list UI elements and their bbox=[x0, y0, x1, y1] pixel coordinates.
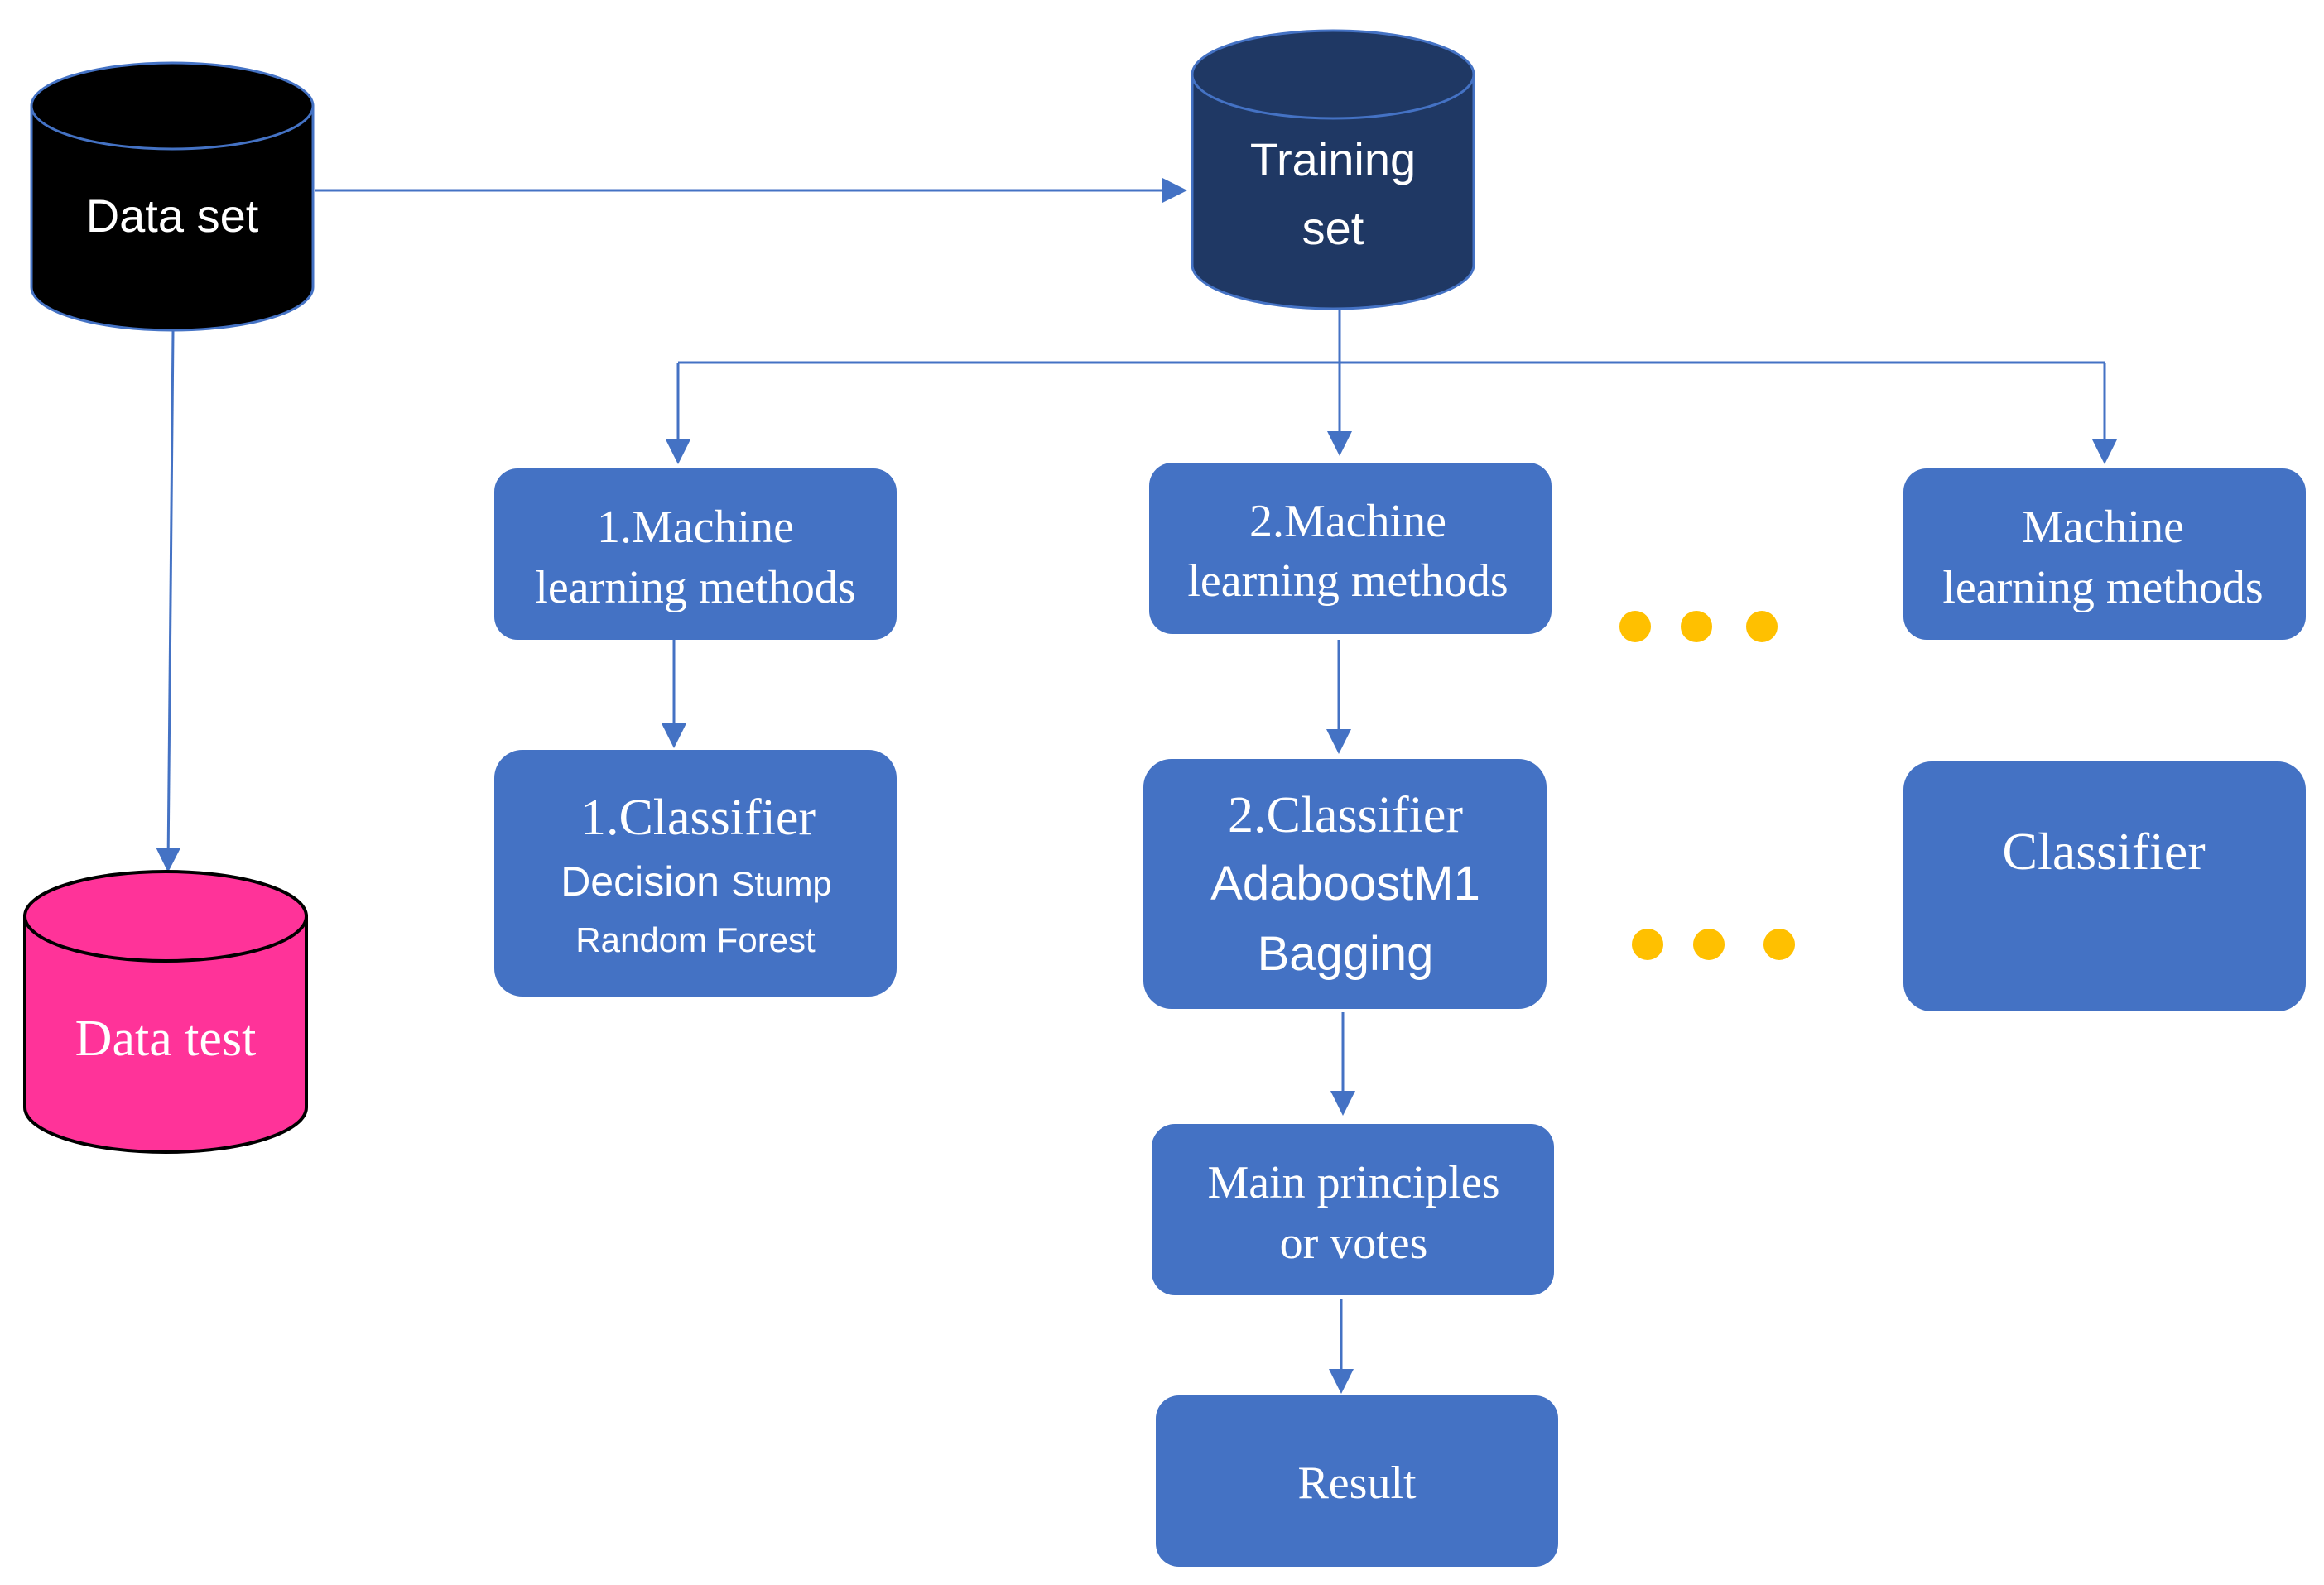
result-box: Result bbox=[1156, 1395, 1558, 1567]
classifier-2-line2: AdaboostM1 bbox=[1210, 857, 1480, 910]
datatest-cylinder-top bbox=[23, 870, 308, 963]
ellipsis-dot bbox=[1632, 929, 1663, 960]
classifier-1-line2-b: Stump bbox=[731, 864, 831, 903]
training-cylinder-body bbox=[1191, 73, 1475, 310]
votes-line2: or votes bbox=[1280, 1218, 1428, 1269]
ml-method-2-box: 2.Machine learning methods bbox=[1149, 463, 1552, 634]
ml-method-1-line1: 1.Machine bbox=[597, 502, 794, 553]
training-label-line1: Training bbox=[1250, 133, 1416, 185]
ml-method-2-line2: learning methods bbox=[1187, 555, 1508, 607]
votes-line1: Main principles bbox=[1207, 1157, 1499, 1208]
ml-method-n-box: Machine learning methods bbox=[1903, 468, 2306, 640]
ellipsis-dot bbox=[1693, 929, 1725, 960]
dataset-label: Data set bbox=[86, 190, 259, 242]
ml-method-n-line1: Machine bbox=[2022, 502, 2184, 553]
classifier-1-line2: Decision Stump bbox=[561, 858, 832, 905]
ellipsis-dot bbox=[1681, 611, 1712, 642]
classifier-2-title: 2.Classifier bbox=[1228, 787, 1463, 843]
arrow-dataset-to-datatest bbox=[156, 330, 181, 872]
datatest-label: Data test bbox=[75, 1011, 257, 1067]
classifier-1-line2-a: Decision bbox=[561, 858, 719, 905]
classifier-n-box: Classifier bbox=[1903, 761, 2306, 1011]
training-cylinder: Training set bbox=[1191, 29, 1475, 310]
ml-method-1-line2: learning methods bbox=[535, 562, 855, 613]
dataset-cylinder-body bbox=[30, 104, 315, 332]
ml-method-1-box: 1.Machine learning methods bbox=[494, 468, 897, 640]
datatest-cylinder: Data test bbox=[23, 870, 308, 1154]
classifier-n-title: Classifier bbox=[2002, 822, 2205, 881]
classifier-2-box: 2.Classifier AdaboostM1 Bagging bbox=[1143, 759, 1547, 1009]
ellipsis-dot bbox=[1763, 929, 1795, 960]
connectors bbox=[156, 178, 2117, 1394]
classifier-1-line3: Random Forest bbox=[575, 920, 816, 959]
training-cylinder-top bbox=[1191, 29, 1475, 120]
classifier-2-line3: Bagging bbox=[1258, 927, 1434, 981]
training-label-line2: set bbox=[1302, 202, 1364, 254]
dataset-cylinder-top bbox=[30, 61, 315, 151]
ml-method-n-line2: learning methods bbox=[1942, 562, 2263, 613]
dataset-cylinder: Data set bbox=[30, 61, 315, 332]
ellipsis-dots-row1 bbox=[1619, 611, 1778, 642]
classifier-1-title: 1.Classifier bbox=[580, 790, 816, 846]
votes-box: Main principles or votes bbox=[1152, 1124, 1554, 1295]
ellipsis-dots-row2 bbox=[1632, 929, 1795, 960]
datatest-cylinder-body bbox=[23, 915, 308, 1154]
ellipsis-dot bbox=[1746, 611, 1778, 642]
classifier-1-box: 1.Classifier Decision Stump Random Fores… bbox=[494, 750, 897, 997]
result-label: Result bbox=[1297, 1458, 1417, 1509]
ml-method-2-line1: 2.Machine bbox=[1249, 496, 1446, 547]
ellipsis-dot bbox=[1619, 611, 1651, 642]
